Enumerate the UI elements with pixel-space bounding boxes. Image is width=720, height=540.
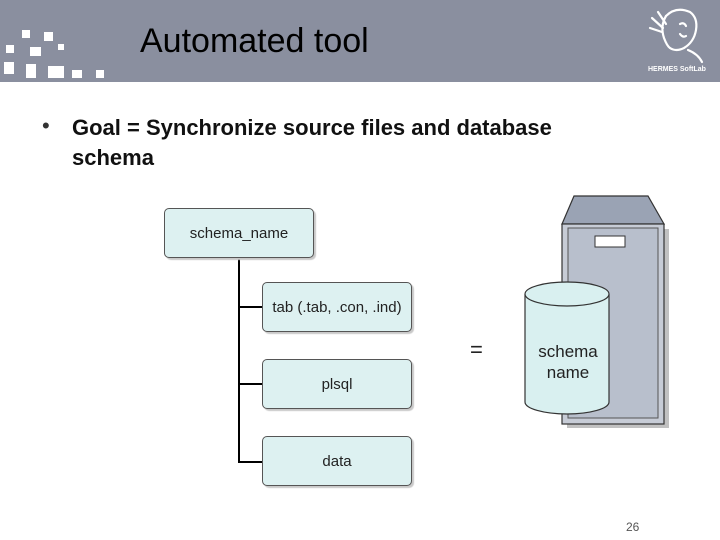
logo-text: HERMES SoftLab: [648, 66, 706, 73]
hermes-head-logo-icon: [648, 8, 704, 64]
decor-square: [30, 47, 41, 56]
data-node: data: [262, 436, 412, 486]
decor-square: [72, 70, 82, 78]
tab-node: tab (.tab, .con, .ind): [262, 282, 412, 332]
decor-square: [48, 66, 64, 78]
database-label: schema name: [538, 342, 598, 382]
server-tower-icon: [561, 195, 669, 428]
decor-square: [6, 45, 14, 53]
tree-trunk-line: [238, 257, 240, 462]
header-bar: Automated tool HERMES SoftLab: [0, 0, 720, 82]
decor-square: [22, 30, 30, 38]
server-database-graphic: [524, 195, 669, 428]
equals-sign: =: [470, 337, 483, 362]
tree-branch-line: [238, 306, 262, 308]
decor-square: [26, 64, 36, 78]
tree-branch-line: [238, 461, 262, 463]
data-node-label: data: [322, 452, 352, 470]
schema-name-node-label: schema_name: [189, 224, 289, 242]
page-title: Automated tool: [140, 22, 369, 60]
tree-branch-line: [238, 383, 262, 385]
decor-square: [4, 62, 14, 74]
bullet-marker: •: [42, 113, 50, 138]
plsql-node-label: plsql: [321, 375, 353, 393]
tab-node-label: tab (.tab, .con, .ind): [272, 298, 402, 316]
decor-square: [44, 32, 53, 41]
decor-square: [96, 70, 104, 78]
database-cylinder-icon: [524, 281, 610, 415]
page-number: 26: [626, 520, 640, 534]
plsql-node: plsql: [262, 359, 412, 409]
bullet-text: Goal = Synchronize source files and data…: [72, 115, 552, 170]
schema-name-node: schema_name: [164, 208, 314, 258]
decor-square: [58, 44, 64, 50]
